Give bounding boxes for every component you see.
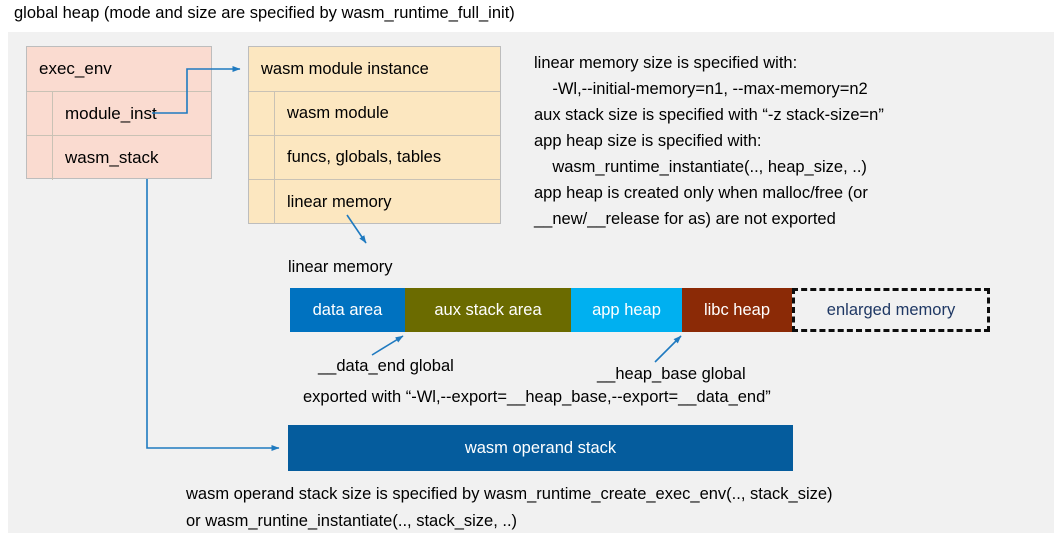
memory-segment-libc-heap: libc heap (682, 288, 792, 332)
exec-env-field-wasm-stack: wasm_stack (27, 136, 211, 180)
exec-env-header-label: exec_env (39, 59, 112, 78)
module-instance-gutter (249, 180, 275, 224)
module-instance-header-label: wasm module instance (261, 59, 429, 78)
module-instance-gutter (249, 92, 275, 135)
module-instance-field-label: linear memory (287, 192, 392, 211)
memory-config-notes: linear memory size is specified with: -W… (534, 54, 884, 228)
wasm-operand-stack-bar: wasm operand stack (288, 425, 793, 471)
exec-env-header-row: exec_env (27, 47, 211, 92)
module-instance-field-label: wasm module (287, 104, 389, 122)
module-instance-header-row: wasm module instance (249, 47, 500, 92)
module-instance-gutter (249, 136, 275, 179)
annotation-heap-base: __heap_base global (597, 365, 746, 383)
module-instance-field-label: funcs, globals, tables (287, 148, 442, 166)
exec-env-gutter (27, 92, 53, 135)
module-instance-field-funcs-globals-tables: funcs, globals, tables (249, 136, 500, 180)
wasm-operand-stack-label: wasm operand stack (464, 438, 617, 457)
wasm-module-instance-box: wasm module instance wasm module funcs, … (248, 46, 501, 224)
exec-env-field-module-inst: module_inst (27, 92, 211, 136)
exec-env-field-label: wasm_stack (65, 148, 159, 167)
linear-memory-caption: linear memory (288, 258, 393, 276)
memory-segment-aux-stack-area: aux stack area (405, 288, 571, 332)
exec-env-box: exec_env module_inst wasm_stack (26, 46, 212, 180)
annotation-exported: exported with “-Wl,--export=__heap_base,… (303, 388, 771, 406)
module-instance-field-linear-memory: linear memory (249, 180, 500, 224)
annotation-data-end: __data_end global (318, 357, 454, 375)
operand-stack-note: wasm operand stack size is specified by … (186, 485, 833, 530)
exec-env-gutter (27, 136, 53, 180)
module-instance-field-wasm-module: wasm module (249, 92, 500, 136)
exec-env-field-label: module_inst (65, 103, 157, 123)
page-title: global heap (mode and size are specified… (14, 4, 515, 22)
memory-segment-data-area: data area (290, 288, 405, 332)
memory-segment-enlarged-memory: enlarged memory (792, 288, 990, 332)
memory-segment-app-heap: app heap (571, 288, 682, 332)
